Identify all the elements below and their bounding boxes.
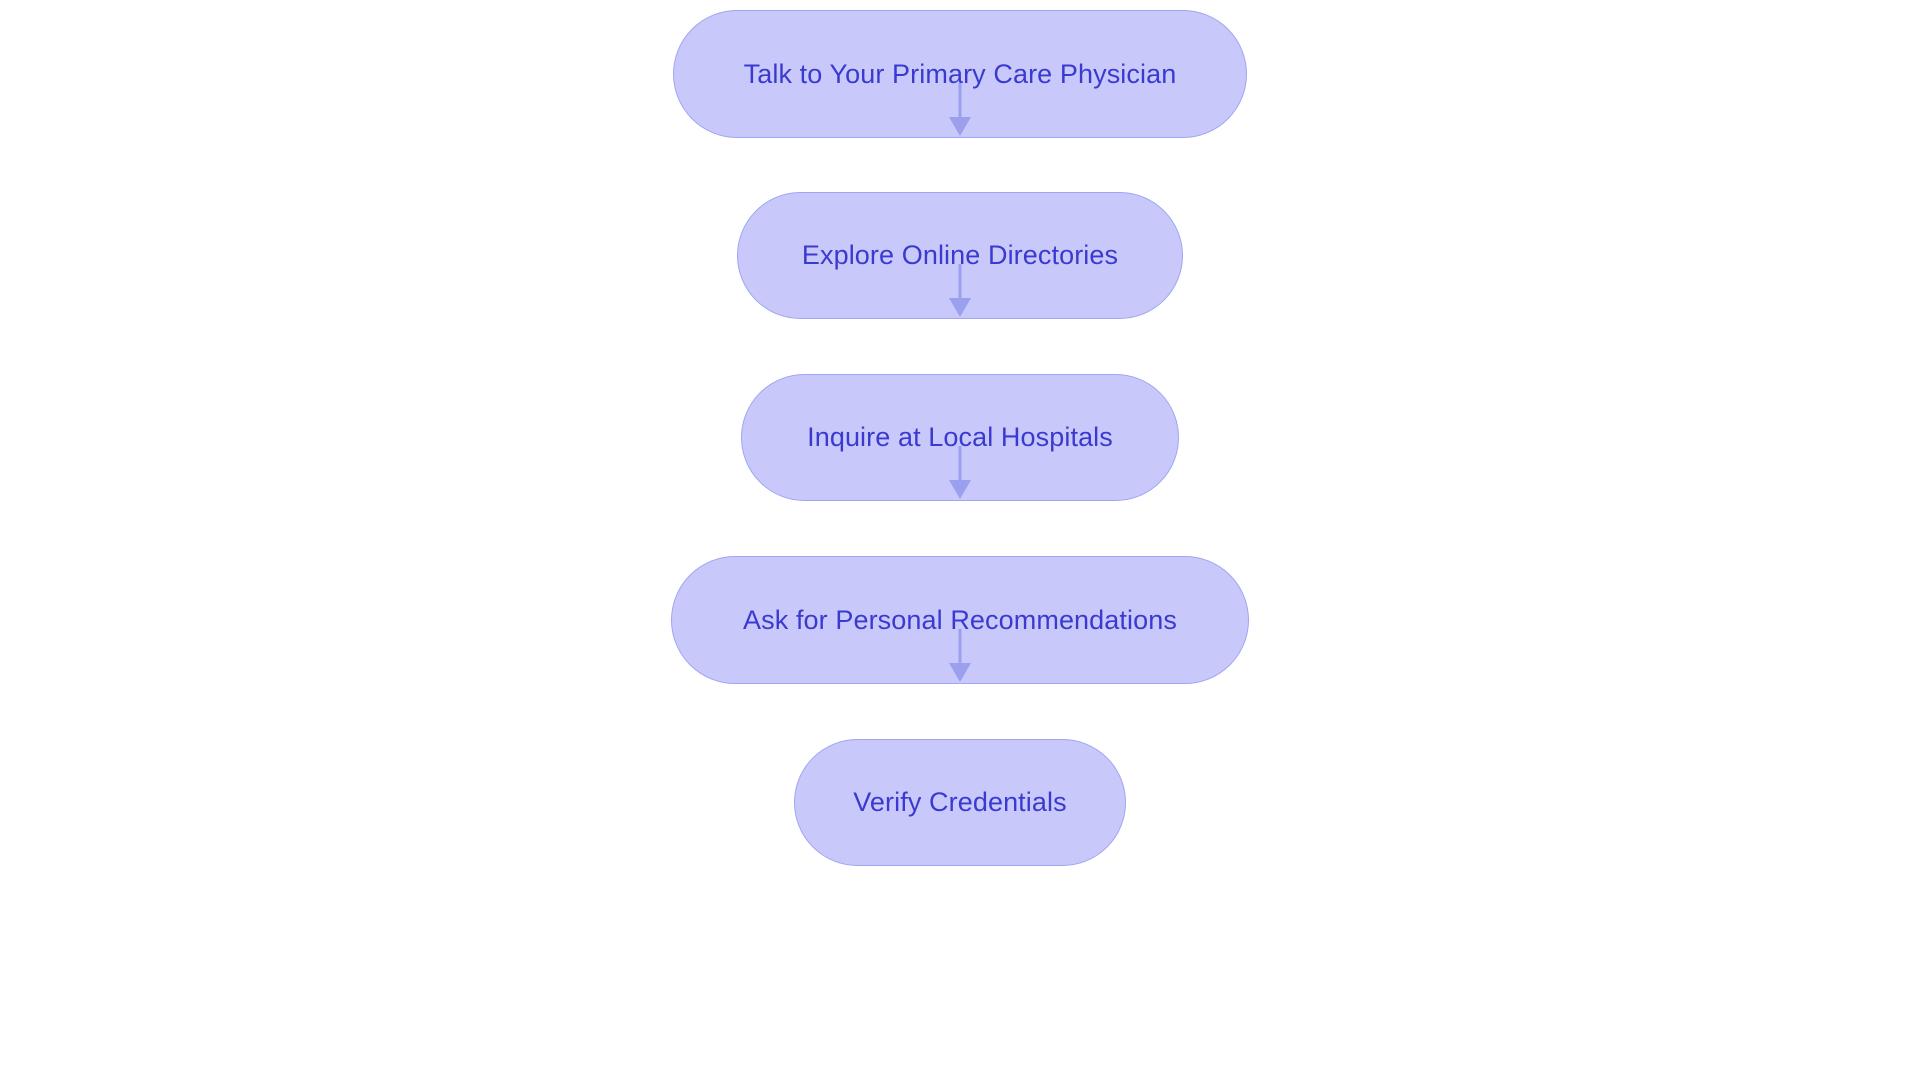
flowchart-node-label: Explore Online Directories (801, 240, 1119, 270)
flowchart-node-step-2[interactable]: Explore Online Directories (737, 192, 1183, 319)
flowchart-node-label: Inquire at Local Hospitals (807, 422, 1113, 452)
flowchart-node-step-1[interactable]: Talk to Your Primary Care Physician (673, 10, 1247, 138)
flowchart-node-label: Talk to Your Primary Care Physician (743, 58, 1177, 89)
flowchart-node-step-4[interactable]: Ask for Personal Recommendations (671, 556, 1249, 684)
flowchart-node-label: Verify Credentials (853, 787, 1067, 817)
flowchart-node-step-5[interactable]: Verify Credentials (794, 739, 1126, 866)
flowchart-node-step-3[interactable]: Inquire at Local Hospitals (741, 374, 1179, 501)
flowchart-node-label: Ask for Personal Recommendations (743, 604, 1177, 635)
